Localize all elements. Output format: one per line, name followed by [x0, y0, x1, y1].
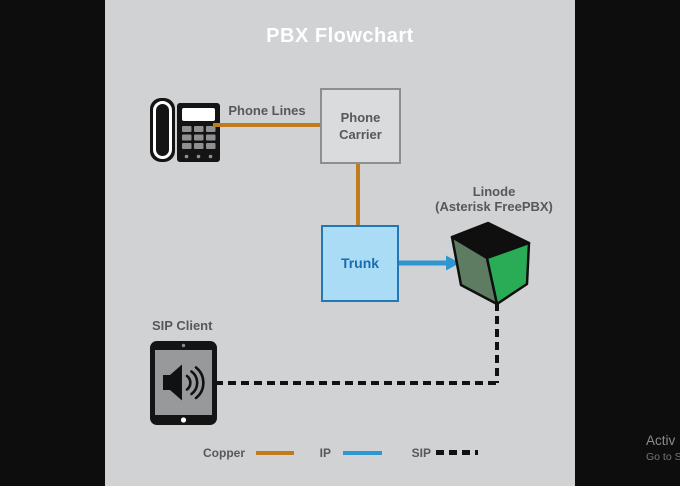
- phone-carrier-node: Phone Carrier: [320, 88, 401, 164]
- tablet-speaker-icon: [150, 341, 217, 425]
- copper-line-phone-to-carrier: [213, 123, 320, 127]
- sip-line-vertical: [495, 303, 499, 383]
- sip-line-horizontal: [215, 381, 499, 385]
- activation-watermark-line1: Activ: [646, 433, 676, 448]
- linode-cube-icon: [450, 221, 531, 306]
- activation-watermark-line2: Go to S: [646, 451, 680, 463]
- desk-phone-icon: [150, 98, 220, 162]
- phone-lines-label: Phone Lines: [228, 103, 306, 118]
- activation-watermark: Activ Go to S: [646, 433, 680, 463]
- linode-label: Linode (Asterisk FreePBX): [435, 184, 553, 214]
- sip-client-label: SIP Client: [152, 318, 213, 333]
- legend-sip-line: [436, 450, 478, 455]
- legend-copper-label: Copper: [203, 446, 245, 460]
- legend-copper-line: [256, 451, 294, 455]
- flowchart-panel: PBX Flowchart Phone Lines Phone Carrier: [105, 0, 575, 486]
- legend-sip-label: SIP: [411, 446, 431, 460]
- legend-ip-label: IP: [319, 446, 331, 460]
- phone-carrier-label: Phone Carrier: [339, 110, 382, 142]
- copper-line-carrier-to-trunk: [356, 164, 360, 225]
- legend-ip-line: [343, 451, 382, 455]
- trunk-label: Trunk: [340, 255, 380, 271]
- page-title: PBX Flowchart: [266, 25, 414, 47]
- ip-arrow-trunk-to-linode: [399, 255, 460, 271]
- trunk-node: Trunk: [321, 225, 399, 302]
